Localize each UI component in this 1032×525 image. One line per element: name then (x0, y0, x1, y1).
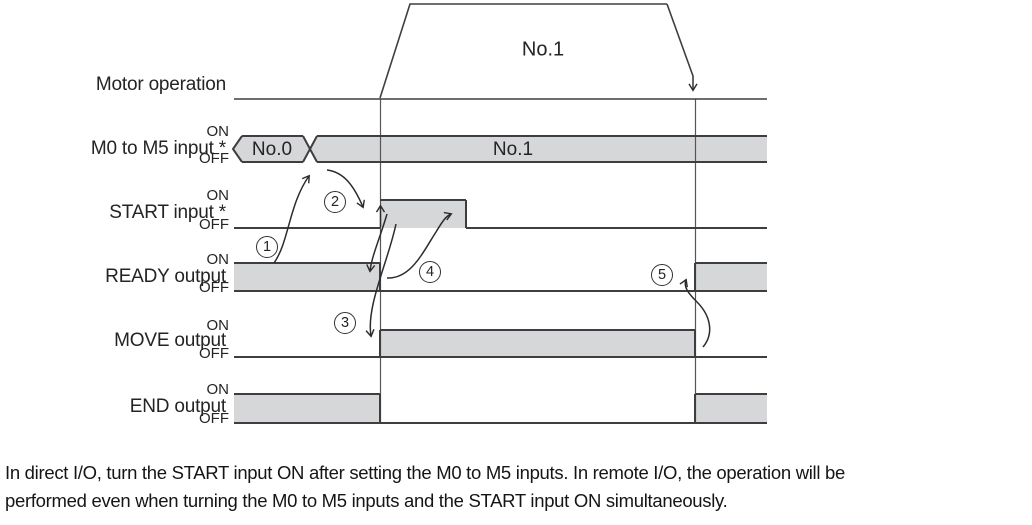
m-input-no1-label: No.1 (492, 139, 534, 160)
state-band-fills (233, 136, 767, 423)
reference-lines (379, 99, 697, 423)
start-off-label: OFF (199, 216, 229, 233)
step-marker-3: 3 (334, 312, 356, 334)
start-on-label: ON (206, 187, 230, 204)
step4-arrow (386, 211, 453, 279)
row-label-start-input: START input * (109, 202, 226, 223)
end-on-label: ON (206, 381, 230, 398)
motor-profile-trapezoid (234, 3, 767, 100)
step-marker-5: 5 (651, 264, 673, 286)
m-input-no0-label: No.0 (251, 139, 293, 160)
step-marker-1: 1 (256, 236, 278, 258)
caption: In direct I/O, turn the START input ON a… (5, 459, 1027, 515)
step3-arrow-ready (366, 213, 388, 273)
row-label-move-output: MOVE output (114, 330, 226, 351)
caption-line-1: In direct I/O, turn the START input ON a… (5, 462, 845, 483)
step5-arrow (679, 278, 711, 348)
step-marker-4: 4 (419, 261, 441, 283)
row-label-ready-output: READY output (105, 266, 226, 287)
step1-arrow (273, 174, 311, 264)
ready-on-label: ON (206, 251, 230, 268)
step-marker-2: 2 (324, 191, 346, 213)
step-arrows (273, 169, 711, 348)
move-on-label: ON (206, 317, 230, 334)
ready-off-label: OFF (199, 279, 229, 296)
m0-m5-on-label: ON (206, 123, 230, 140)
step2-arrow (326, 169, 365, 209)
step3-arrow-move (365, 223, 397, 338)
row-label-motor-operation: Motor operation (95, 74, 226, 95)
end-off-label: OFF (199, 410, 229, 427)
timing-diagram-canvas (232, 3, 767, 424)
caption-line-2: performed even when turning the M0 to M5… (5, 490, 728, 511)
motor-profile-no1-label: No.1 (521, 38, 565, 61)
row-label-end-output: END output (129, 396, 226, 417)
move-off-label: OFF (199, 345, 229, 362)
m0-m5-off-label: OFF (199, 150, 229, 167)
row-label-m0-m5-input: M0 to M5 input * (90, 138, 226, 159)
